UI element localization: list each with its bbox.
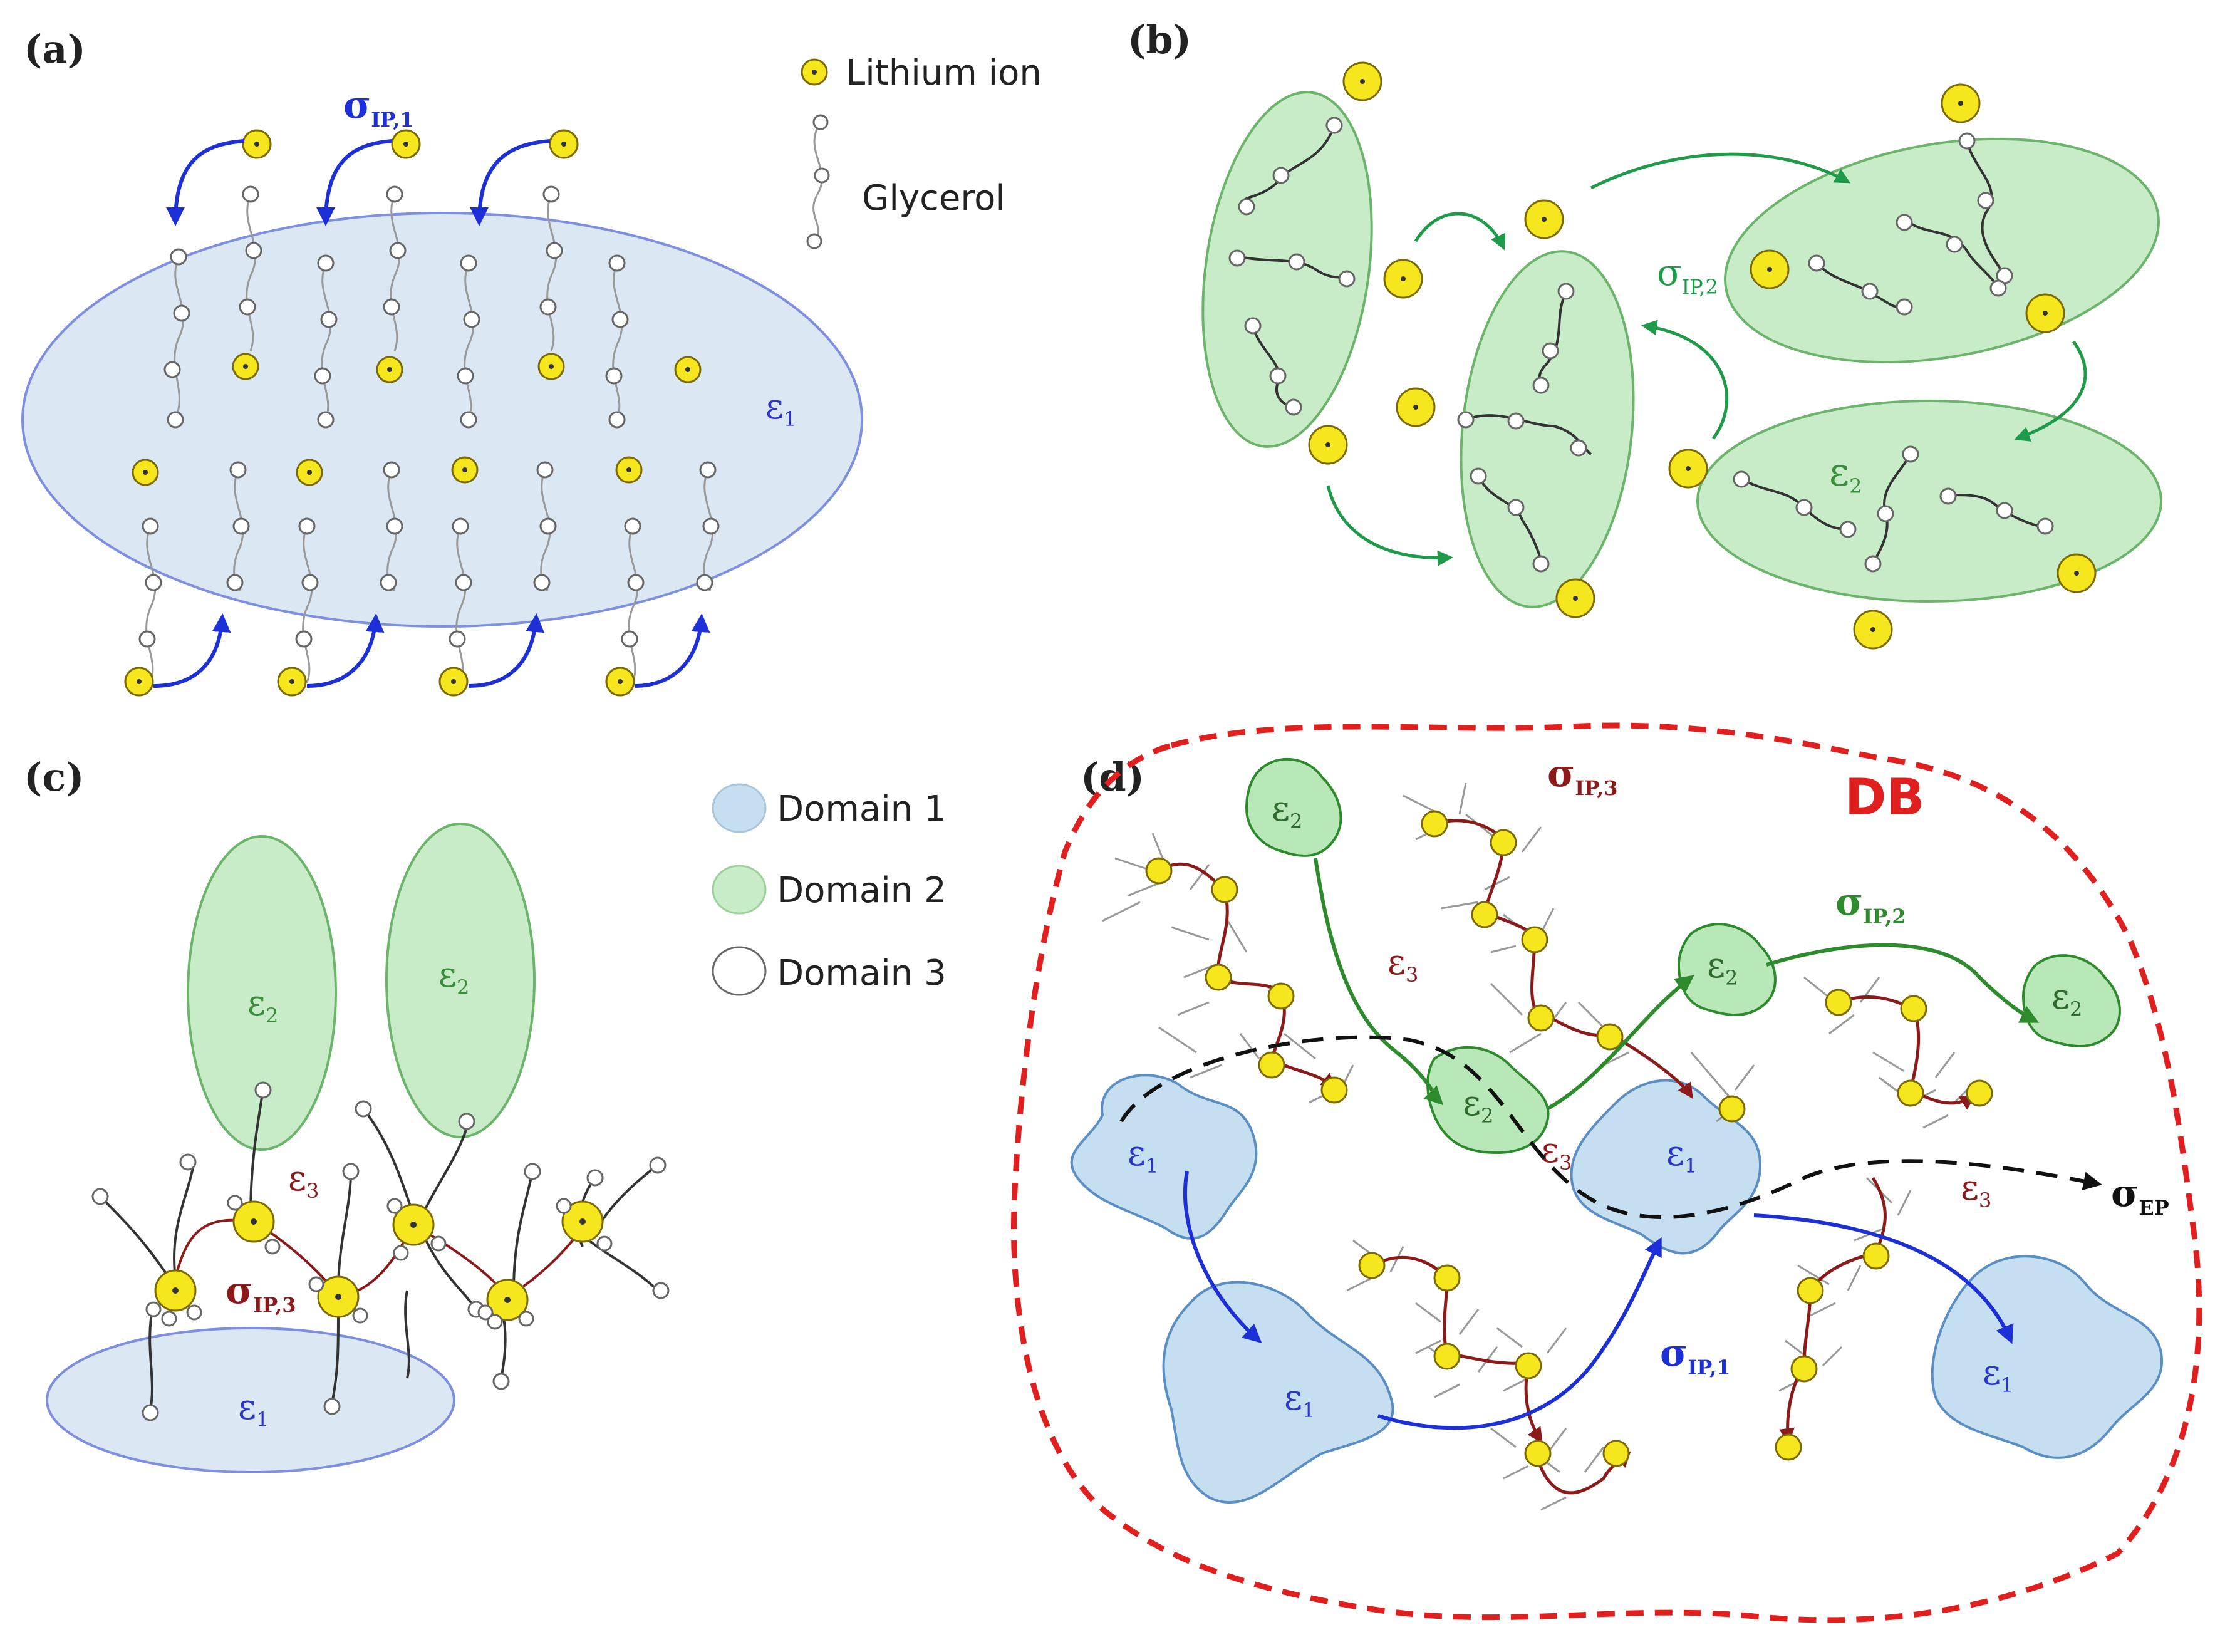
- glycerol-molecule: [383, 185, 407, 351]
- glycerol-network-c: [91, 1081, 670, 1421]
- legend-lithium-label: Lithium ion: [846, 53, 1042, 93]
- glycerol-molecule: [457, 254, 480, 429]
- panel-a-label: (a): [24, 26, 86, 72]
- legend-domain1-label: Domain 1: [777, 789, 947, 829]
- glycerol-molecule: [621, 517, 645, 683]
- hopping-ions-bottom: [124, 613, 710, 697]
- domain1-blob-d4: [1931, 1255, 2164, 1459]
- epsilon2-label-c1: ε2: [247, 983, 278, 1027]
- panel-b-label: (b): [1128, 17, 1191, 63]
- domain3-legend-icon: [712, 946, 767, 996]
- glycerol-molecule: [295, 517, 319, 683]
- epsilon1-label-d1: ε1: [1128, 1133, 1158, 1178]
- domain1-blob-d1: [1070, 1074, 1258, 1240]
- epsilon3-label-d1: ε3: [1388, 942, 1418, 987]
- sigma-ip1-label-a: σIP,1: [343, 83, 414, 132]
- sigma-ip1-path-d2: [1377, 1237, 1662, 1430]
- glycerol-molecule: [605, 254, 629, 429]
- glycerol-chains-b: [1228, 117, 2054, 573]
- sigma-ip3-label-d: σIP,3: [1547, 752, 1618, 800]
- epsilon2-label-d3: ε2: [1707, 945, 1738, 990]
- domain1-legend-icon: [712, 783, 767, 833]
- sigma-ip1-path-d3: [1753, 1213, 2014, 1344]
- glycerol-legend-icon: [806, 114, 830, 249]
- domain2-ellipse-c2: [385, 823, 536, 1138]
- epsilon1-label-d4: ε1: [1983, 1353, 2013, 1397]
- sigma-ip2-label-d: σIP,2: [1835, 880, 1906, 928]
- glycerol-molecule: [239, 185, 262, 351]
- epsilon3-label-c: ε3: [288, 1158, 319, 1203]
- domain2-legend-icon: [712, 865, 767, 915]
- panel-c: (c) ε2 ε2 ε1 ε3 σIP,3: [24, 754, 947, 1473]
- db-label: DB: [1845, 768, 1924, 826]
- glycerol-molecule: [138, 517, 162, 683]
- epsilon3-label-d3: ε3: [1961, 1168, 1991, 1212]
- sigma-ip3-label-c: σIP,3: [226, 1269, 296, 1317]
- sigma-ip1-label-d: σIP,1: [1660, 1331, 1731, 1379]
- glycerol-molecule: [314, 254, 338, 429]
- domain2-blob-d1: [1245, 757, 1342, 857]
- epsilon1-label-c: ε1: [238, 1387, 269, 1431]
- domain1-ellipse-a: [21, 212, 863, 628]
- domain2-blob-d2: [1426, 1046, 1550, 1155]
- hopping-arrows-b: [1326, 152, 2087, 566]
- epsilon2-label-d4: ε2: [2051, 977, 2082, 1021]
- epsilon2-label-c2: ε2: [438, 955, 469, 999]
- legend-domain3-label: Domain 3: [777, 953, 947, 994]
- glycerol-molecule: [449, 517, 472, 683]
- domain1-ellipse-c: [46, 1327, 455, 1473]
- epsilon1-label-d2: ε1: [1284, 1378, 1315, 1422]
- epsilon2-label-d2: ε2: [1463, 1083, 1493, 1128]
- sigma-ip2-label-b: σIP,2: [1657, 251, 1718, 299]
- sigma-ip2-path-d3: [1766, 943, 2040, 1023]
- glycerol-molecule: [533, 461, 557, 591]
- domain2-ellipse-b3: [1724, 137, 2160, 364]
- epsilon2-label-d1: ε2: [1272, 789, 1302, 833]
- domain2-ellipse-b4: [1696, 400, 2162, 603]
- epsilon3-label-d2: ε3: [1541, 1130, 1572, 1175]
- ion-chain-ip3-d: [1145, 810, 1993, 1495]
- glycerol-row-upper: [163, 185, 629, 429]
- glycerol-molecule: [539, 185, 563, 351]
- legend-glycerol-label: Glycerol: [862, 178, 1005, 219]
- lithium-ions-upper: [232, 353, 702, 383]
- domain1-blob-d2: [1162, 1281, 1394, 1504]
- glycerol-molecule: [163, 248, 190, 429]
- sigma-ip2-path-d2: [1546, 975, 1694, 1111]
- sigma-ip2-path-d1: [1314, 858, 1444, 1106]
- sigma-ip1-path-d1: [1183, 1171, 1262, 1343]
- panel-c-label: (c): [24, 754, 84, 800]
- glycerol-molecule: [226, 461, 250, 591]
- panel-a: (a) σIP,1 ε1: [21, 26, 1042, 697]
- epsilon1-label-a: ε1: [765, 387, 796, 431]
- glycerol-molecule: [696, 461, 720, 591]
- lithium-ions-b: [1308, 61, 2097, 650]
- legend-c: Domain 1 Domain 2 Domain 3: [712, 783, 947, 996]
- legend-domain2-label: Domain 2: [777, 870, 947, 911]
- panel-b: (b): [1128, 17, 2162, 650]
- domain2-blob-d3: [1677, 923, 1777, 1016]
- epsilon2-label-b: ε2: [1829, 449, 1862, 498]
- glycerol-row-lower: [138, 461, 720, 683]
- epsilon1-label-d3: ε1: [1666, 1133, 1697, 1178]
- domain2-ellipse-c1: [187, 835, 337, 1151]
- lithium-ions-c: [145, 1195, 613, 1330]
- lithium-ions-lower: [132, 456, 643, 486]
- sigma-ep-label-d: σEP: [2111, 1171, 2169, 1220]
- hopping-ions-top: [166, 129, 579, 226]
- legend-a: Lithium ion Glycerol: [801, 53, 1042, 249]
- domain2-ellipse-b1: [1201, 91, 1373, 448]
- panel-d: (d) DB ε1 ε1 ε1 ε1 ε2 ε2 ε2 ε2 ε3 ε3 ε3: [1011, 722, 2202, 1623]
- domain2-blob-d4: [2021, 954, 2121, 1047]
- glycerol-molecule: [380, 461, 403, 591]
- sigma-ep-path: [1119, 1035, 2102, 1219]
- db-boundary: [1011, 722, 2202, 1623]
